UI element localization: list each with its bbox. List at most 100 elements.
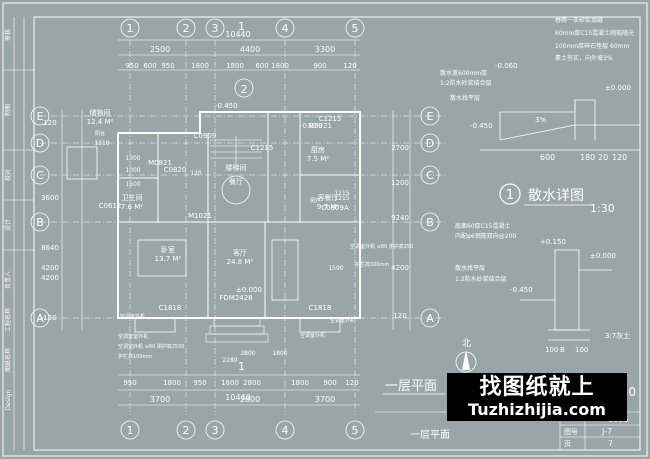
north-arrow — [455, 350, 477, 373]
axis-bubble-col — [120, 420, 140, 440]
plan-note: 空调室外机 ≤80 测护高250 — [350, 243, 413, 250]
inner-frame — [33, 16, 641, 451]
door-label: C1215 — [319, 115, 342, 123]
axis-bubble-row — [420, 106, 440, 126]
door-label: C0612 — [99, 202, 122, 210]
detail-1-slope: 3% — [535, 116, 546, 124]
room-name: 卫生间 — [122, 193, 143, 202]
door-label: C0909A — [321, 204, 349, 212]
north-label: 北 — [462, 338, 471, 349]
dim-misc: 1500 — [125, 181, 140, 188]
dim-misc: 1215 — [334, 190, 349, 197]
dim-bottom-row: 2800 — [243, 379, 261, 387]
axis-letter-label: C — [426, 169, 434, 182]
axis-bubble-row — [30, 106, 50, 126]
ac-platform-right — [299, 317, 341, 333]
plan-note: 空调室外机 — [330, 317, 355, 324]
axis-number-label: 4 — [282, 424, 289, 437]
dim-left-col: 120 — [43, 314, 56, 322]
axis-letter-label: B — [36, 216, 44, 229]
detail-1-level: -0.060 — [495, 62, 518, 70]
axis-bubble-row — [30, 165, 50, 185]
dim-misc: 2800 — [240, 350, 255, 357]
detail-ref-circle — [234, 78, 254, 98]
dim-top-row: 3300 — [315, 45, 335, 54]
watermark-box: 找图纸就上 Tuzhizhijia.com — [447, 373, 627, 421]
detail-1-number: 1 — [506, 188, 514, 203]
detail-1-marker — [499, 183, 521, 205]
detail-1-level: -0.450 — [470, 122, 493, 130]
dim-bottom-mid: 2800 — [240, 395, 260, 404]
detail-1-dim: 20 — [598, 153, 608, 162]
axis-letter-label: A — [36, 312, 44, 325]
detail-1-drawing — [480, 99, 640, 151]
axis-lines — [40, 40, 445, 415]
left-strip-label: 设计 — [4, 219, 12, 231]
axis-bubble-row — [420, 165, 440, 185]
detail-ref-number: 2 — [241, 83, 248, 96]
dim-misc: 1590 — [328, 265, 343, 272]
room-name: 客厅 — [233, 248, 247, 257]
detail-2-dim: B — [560, 346, 565, 354]
left-strip-label: 负责人 — [4, 271, 12, 289]
dim-top-sub: 600 — [255, 62, 268, 70]
dim-misc: 2280 — [222, 357, 237, 364]
plan-note: 护栏高100mm — [118, 353, 152, 360]
section-mark-top: 1 — [238, 20, 245, 33]
dim-right-col: 9240 — [391, 214, 409, 222]
dim-bottom-row: 1800 — [291, 379, 309, 387]
level-mark: -0.020 — [300, 122, 323, 130]
plan-note: 阳台 — [95, 130, 105, 137]
axis-number-label: 4 — [282, 22, 289, 35]
dim-left-col: 4200 — [41, 274, 59, 282]
dim-misc: 120 — [190, 170, 202, 177]
dim-bottom-row: 120 — [345, 379, 358, 387]
dim-bottom-row: 950 — [123, 379, 136, 387]
title-block-label2: 页 — [564, 440, 571, 448]
left-strip-label: 工程名称 — [4, 308, 12, 332]
detail-2-notes: 底面60厚C15混凝土内配φ6钢筋双向@200散水找平层1:2防水砂浆结合层10… — [455, 222, 630, 354]
detail-2-note: 内配φ6钢筋双向@200 — [455, 232, 516, 240]
dim-left-col: 3600 — [41, 194, 59, 202]
stair — [210, 136, 262, 165]
detail-2-level: -0.450 — [510, 286, 533, 294]
detail-1-level: ±0.000 — [605, 84, 631, 92]
dim-top-sub: 1800 — [226, 62, 244, 70]
dimension-lines — [61, 39, 411, 406]
dim-bottom-row: 1800 — [221, 379, 239, 387]
axis-letter-label: D — [36, 137, 44, 150]
plan-title: 一层平面 — [385, 379, 437, 394]
left-title-strip — [3, 17, 34, 450]
detail-1-note: 100mm厚碎石垫层 60mm — [555, 42, 630, 50]
detail-2-level: +0.150 — [540, 238, 566, 246]
detail-1-dim: 120 — [612, 153, 627, 162]
dim-top-sub: 900 — [313, 62, 326, 70]
plan-note: 空调室外机 ≤80 测护高2500 — [118, 343, 184, 350]
detail-2-drawing — [520, 249, 612, 341]
detail-2-dim: 3:7灰土 — [605, 331, 630, 340]
dim-top-row: 2500 — [150, 45, 170, 54]
axis-bubble-row — [420, 308, 440, 328]
dim-top-sub: 120 — [343, 62, 356, 70]
detail-1-dim: 180 — [580, 153, 595, 162]
level-mark: -0.450 — [215, 102, 238, 110]
dim-total-bottom: 10440 — [225, 393, 250, 402]
dim-right-col: 2700 — [391, 144, 409, 152]
left-strip-label: 图纸名称 — [4, 348, 12, 372]
ac-platform-left — [134, 317, 176, 333]
axis-bubble-col — [205, 18, 225, 38]
left-strip-label: Design — [5, 389, 12, 410]
axis-bubble-row — [420, 133, 440, 153]
axis-number-label: 2 — [183, 424, 190, 437]
watermark-cn: 找图纸就上 — [479, 375, 595, 400]
dim-bottom-mid: 3700 — [315, 395, 335, 404]
axis-bubble-col — [345, 420, 365, 440]
dim-left-col: 8640 — [41, 244, 59, 252]
dim-misc: 1310 — [94, 140, 109, 147]
detail-1-note: 1:2防水砂浆结合层 — [440, 79, 492, 87]
axis-letter-label: E — [427, 110, 434, 123]
